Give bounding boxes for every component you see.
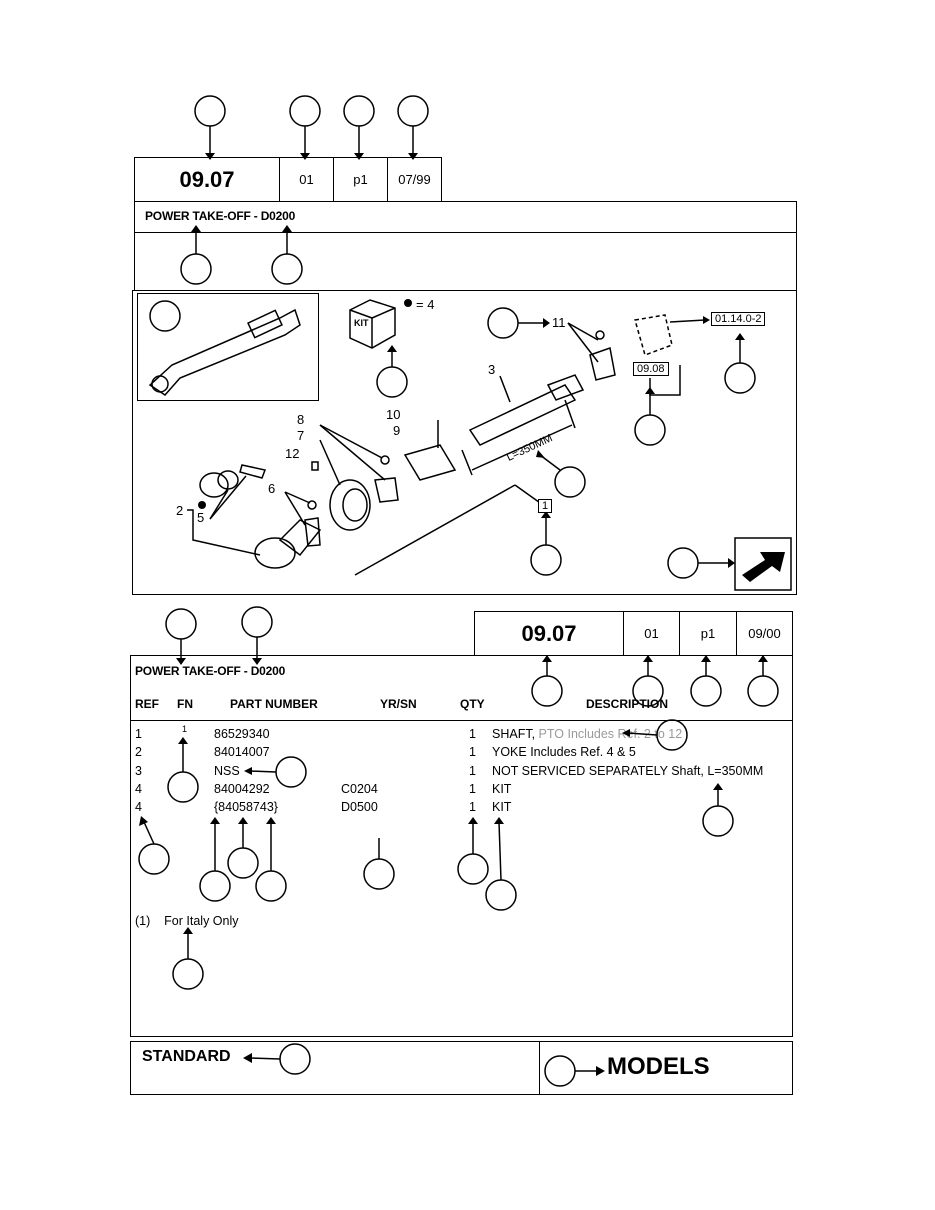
- row-ref: 2: [135, 745, 142, 759]
- row-desc: YOKE Includes Ref. 4 & 5: [492, 745, 636, 759]
- row-fn: 1: [182, 724, 188, 734]
- top-date-text: 07/99: [398, 172, 431, 187]
- col-fn: FN: [177, 697, 193, 711]
- bottom-group-text: 01: [644, 626, 659, 641]
- col-ref: REF: [135, 697, 159, 711]
- row-ref: 1: [135, 727, 142, 741]
- bottom-page-text: p1: [700, 626, 716, 641]
- footer-models-panel: [539, 1041, 793, 1095]
- bottom-section-text: 09.07: [521, 620, 577, 646]
- kit-label: KIT: [354, 318, 369, 328]
- row-ref: 4: [135, 800, 142, 814]
- row-desc-extra: PTO Includes Ref. 2 to 12: [538, 727, 683, 741]
- ref-link-right[interactable]: 01.14.0-2: [711, 312, 766, 326]
- row-ref: 4: [135, 782, 142, 796]
- callout-circle-length: [554, 466, 586, 498]
- row-part[interactable]: {84058743}: [214, 800, 278, 814]
- bullet-legend: = 4: [416, 297, 435, 312]
- row-desc: NOT SERVICED SEPARATELY Shaft, L=350MM: [492, 764, 764, 778]
- col-part-number: PART NUMBER: [230, 697, 318, 711]
- callout-6: 6: [268, 481, 276, 496]
- top-section-text: 09.07: [179, 166, 235, 192]
- top-title: POWER TAKE-OFF - D0200: [145, 209, 296, 223]
- row-qty: 1: [469, 764, 476, 778]
- footnote: (1) For Italy Only: [135, 914, 239, 928]
- row-desc: KIT: [492, 782, 512, 796]
- callout-2: 2: [176, 503, 184, 518]
- row-qty: 1: [469, 727, 476, 741]
- row-desc: SHAFT, PTO Includes Ref. 2 to 12: [492, 727, 682, 741]
- standard-label[interactable]: STANDARD: [142, 1048, 231, 1065]
- illustration-panel: [132, 290, 797, 595]
- callout-9: 9: [393, 423, 401, 438]
- callout-10: 10: [386, 407, 401, 422]
- row-qty: 1: [469, 782, 476, 796]
- parts-table-panel: [130, 655, 793, 1037]
- ref-box-1: 1: [538, 499, 553, 513]
- row-desc-main: SHAFT,: [492, 727, 536, 741]
- row-yrsn: D0500: [341, 800, 378, 814]
- next-page-arrow-icon: [734, 537, 792, 591]
- callout-8: 8: [297, 412, 305, 427]
- callout-3: 3: [488, 362, 496, 377]
- callout-7: 7: [297, 428, 305, 443]
- callout-5: 5: [197, 510, 205, 525]
- callout-circle-standard: [279, 1043, 311, 1075]
- row-part[interactable]: 84014007: [214, 745, 270, 759]
- row-desc: KIT: [492, 800, 512, 814]
- row-part: NSS: [214, 764, 240, 778]
- assembly-inset: [137, 293, 319, 401]
- models-label[interactable]: MODELS: [607, 1053, 710, 1080]
- bottom-date-text: 09/00: [748, 626, 781, 641]
- top-title-divider: [134, 232, 797, 233]
- table-header-divider: [130, 720, 793, 721]
- col-qty: QTY: [460, 697, 485, 711]
- bottom-title: POWER TAKE-OFF - D0200: [135, 664, 286, 678]
- row-qty: 1: [469, 800, 476, 814]
- row-ref: 3: [135, 764, 142, 778]
- col-yr-sn: YR/SN: [380, 697, 417, 711]
- callout-12: 12: [285, 446, 300, 461]
- ref-link-mid[interactable]: 09.08: [633, 362, 669, 376]
- row-part[interactable]: 86529340: [214, 727, 270, 741]
- top-group-text: 01: [299, 172, 314, 187]
- row-yrsn: C0204: [341, 782, 378, 796]
- callout-11: 11: [552, 315, 566, 330]
- callout-circle-inset: [149, 300, 181, 332]
- top-page-text: p1: [353, 172, 368, 187]
- col-description: DESCRIPTION: [586, 697, 669, 711]
- callout-circle-models: [544, 1055, 576, 1087]
- row-qty: 1: [469, 745, 476, 759]
- row-part[interactable]: 84004292: [214, 782, 270, 796]
